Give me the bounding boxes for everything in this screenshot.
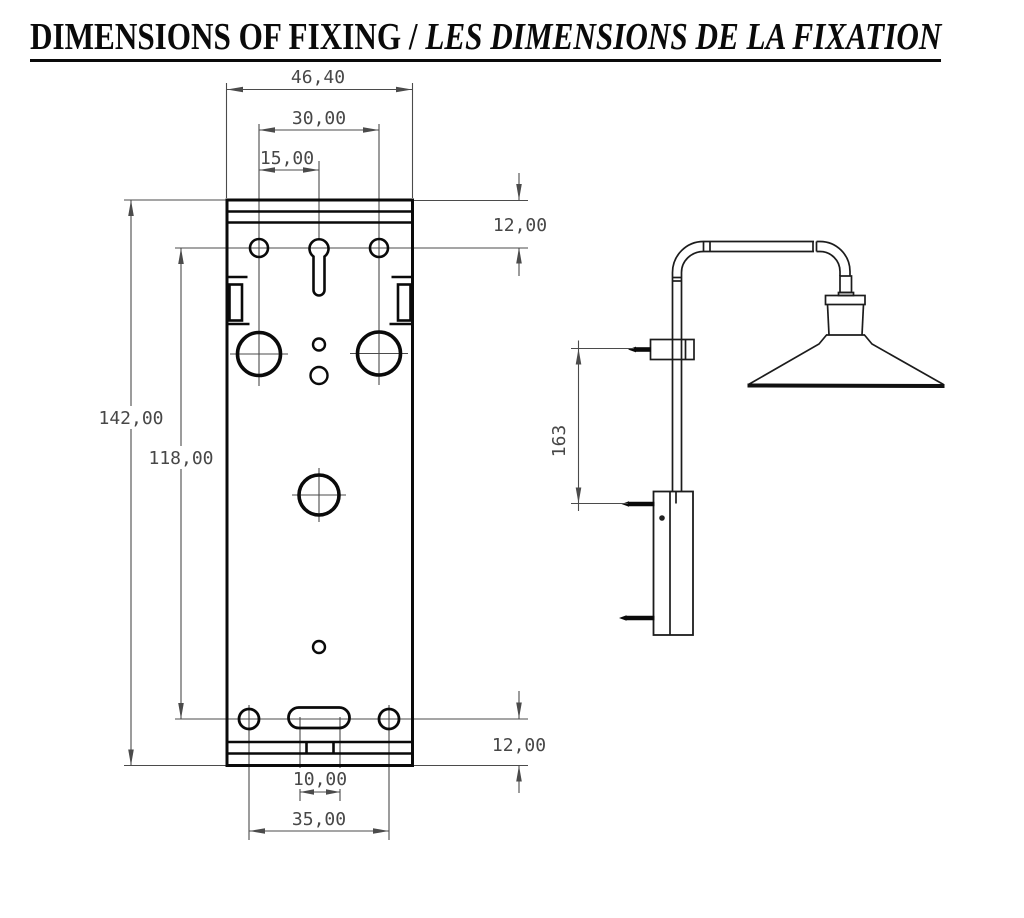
label-bg-142 (98, 406, 165, 429)
label-bg-118 (148, 446, 215, 469)
arrow-163-bottom (575, 487, 582, 504)
dim-hole-height-label: 118,00 (148, 448, 213, 469)
arrow-30-right (363, 127, 379, 133)
center-hole (297, 473, 341, 517)
dimension-labels: 46,40 30,00 15,00 12,00 142,00 118,00 12… (98, 67, 547, 830)
arm-inner-profile (680, 250, 814, 491)
dim-clamp-to-bracket-label: 163 (549, 425, 570, 458)
dim-top-holes-span-label: 30,00 (292, 108, 346, 129)
bottom-left-hole (237, 707, 261, 731)
bracket-screw-head-dot (659, 515, 665, 521)
elbow-outer (816, 240, 851, 276)
arrow-46-right (396, 86, 412, 93)
arrow-163-top (575, 348, 582, 365)
label-bg-10 (293, 768, 347, 789)
keyhole-slot (308, 238, 330, 297)
arrow-12bot-up (516, 765, 522, 782)
arrow-118-top (178, 248, 184, 264)
arrow-35-right (373, 828, 389, 834)
arrow-15-left (259, 167, 275, 173)
arrow-118-bottom (178, 703, 184, 719)
side-view-wall-lamp: 163 (549, 240, 945, 636)
plate-body (225, 198, 414, 767)
socket-side-left (826, 304, 830, 336)
dim-bottom-edge-label: 12,00 (492, 735, 546, 756)
front-view-fixing-plate: 46,40 30,00 15,00 12,00 142,00 118,00 12… (98, 67, 547, 840)
elbow-inner (816, 250, 841, 276)
dim-top-edge-label: 12,00 (493, 215, 547, 236)
arrow-35-left (249, 828, 265, 834)
bottom-oval-slot (287, 706, 351, 730)
dim-slot-length-label: 10,00 (293, 769, 347, 790)
right-clip-slot (396, 283, 412, 322)
arrow-12bot-down (516, 702, 522, 719)
shade-right-edge (863, 334, 944, 386)
dim-keyhole-offset-label: 15,00 (260, 148, 314, 169)
page-title: DIMENSIONS OF FIXING / LES DIMENSIONS DE… (30, 18, 1024, 62)
dim-overall-width-label: 46,40 (291, 67, 345, 88)
title-english: DIMENSIONS OF FIXING (30, 16, 402, 58)
arrow-10-right (326, 789, 340, 795)
left-big-hole (235, 330, 283, 378)
top-right-hole (368, 237, 390, 259)
dimension-arrows (128, 86, 522, 834)
plate-holes (235, 237, 403, 731)
arrow-15-right (303, 167, 319, 173)
small-hole-upper (311, 337, 327, 352)
wall-bracket (652, 490, 694, 636)
arrow-142-top (128, 200, 134, 216)
shade-rim (747, 383, 945, 388)
title-separator: / (401, 16, 426, 58)
small-hole-bottom (311, 639, 327, 655)
small-hole-lower (309, 365, 329, 386)
arrow-46-left (227, 86, 243, 93)
arrow-12top-down (516, 184, 522, 200)
clamp-screw-tip (628, 346, 636, 353)
title-french: LES DIMENSIONS DE LA FIXATION (425, 16, 942, 58)
left-clip-slot (228, 283, 244, 322)
arm-outer-profile (671, 240, 814, 491)
arrow-142-bottom (128, 749, 134, 766)
shade-left-edge (748, 334, 828, 386)
right-big-hole (355, 330, 403, 377)
top-left-hole (248, 237, 270, 259)
dim-bottom-span-label: 35,00 (292, 809, 346, 830)
socket-side-right (861, 304, 865, 336)
lamp-screws (619, 346, 665, 621)
dim-overall-height-label: 142,00 (98, 408, 163, 429)
arrow-30-left (259, 127, 275, 133)
shade-nipple (839, 275, 853, 294)
bracket-screw-bottom-tip (619, 615, 627, 621)
bottom-right-hole (377, 707, 401, 731)
dimension-lines (130, 88, 520, 832)
front-view-dimensions: 46,40 30,00 15,00 12,00 142,00 118,00 12… (98, 67, 547, 834)
socket-cap (824, 294, 866, 306)
lamp-body (649, 240, 944, 636)
side-view-dimension-163: 163 (549, 340, 634, 511)
arrow-12top-up (516, 247, 522, 264)
plate-outline (225, 198, 414, 767)
arrow-10-left (300, 789, 314, 795)
page-title-text: DIMENSIONS OF FIXING / LES DIMENSIONS DE… (30, 18, 941, 62)
